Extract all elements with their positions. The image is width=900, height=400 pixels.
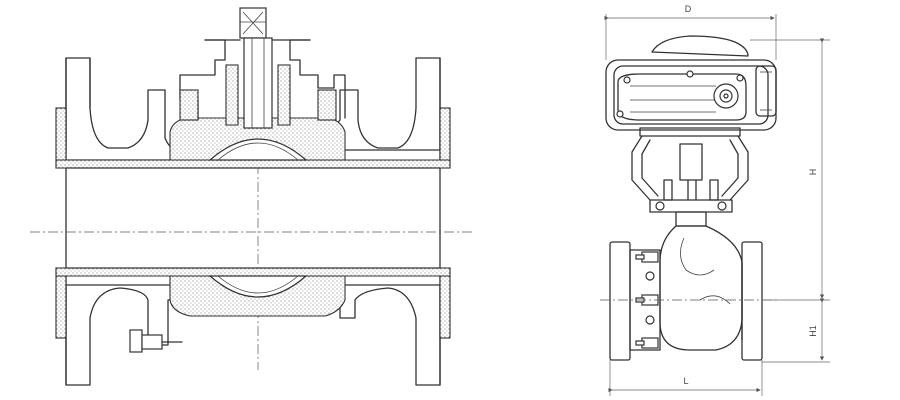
actuator-inner bbox=[613, 65, 769, 125]
dimension-h-label: H bbox=[808, 169, 818, 176]
yoke-inner bbox=[641, 139, 739, 197]
left-flange bbox=[609, 241, 631, 361]
drain-bolt-head bbox=[129, 329, 143, 353]
actuator-base bbox=[639, 127, 741, 137]
left-liner-top bbox=[55, 107, 67, 169]
actuator-side-box bbox=[755, 65, 777, 117]
ball-upper bbox=[208, 138, 308, 161]
right-flange-lower bbox=[339, 284, 441, 386]
bore-liner-top bbox=[55, 159, 451, 169]
ball-lower bbox=[208, 275, 308, 298]
coupling-block bbox=[679, 143, 703, 181]
section-view bbox=[30, 7, 475, 386]
left-liner-bottom bbox=[55, 267, 67, 339]
elevation-view: D H H1 L bbox=[600, 4, 830, 396]
dimension-l-label: L bbox=[683, 376, 688, 386]
actuator-housing bbox=[617, 73, 747, 121]
actuator-cover bbox=[651, 35, 749, 57]
packing-right bbox=[317, 89, 337, 121]
bonnet-right bbox=[289, 39, 346, 119]
left-flange-upper bbox=[59, 57, 179, 161]
right-flange bbox=[741, 241, 763, 361]
gland-left bbox=[225, 64, 239, 126]
left-flange-lower bbox=[65, 284, 181, 386]
right-liner-bottom bbox=[439, 267, 451, 339]
yoke-outer bbox=[631, 135, 749, 201]
bore-liner-bottom bbox=[55, 267, 451, 277]
drain-bolt-body bbox=[141, 334, 163, 350]
neck bbox=[675, 211, 707, 227]
gland-right bbox=[277, 64, 291, 126]
stem-shaft bbox=[243, 37, 273, 129]
dimension-d-label: D bbox=[685, 4, 692, 14]
packing-left bbox=[179, 89, 199, 121]
dimension-h1-label: H1 bbox=[808, 325, 818, 337]
valve-body bbox=[659, 225, 743, 351]
right-liner-top bbox=[439, 107, 451, 169]
